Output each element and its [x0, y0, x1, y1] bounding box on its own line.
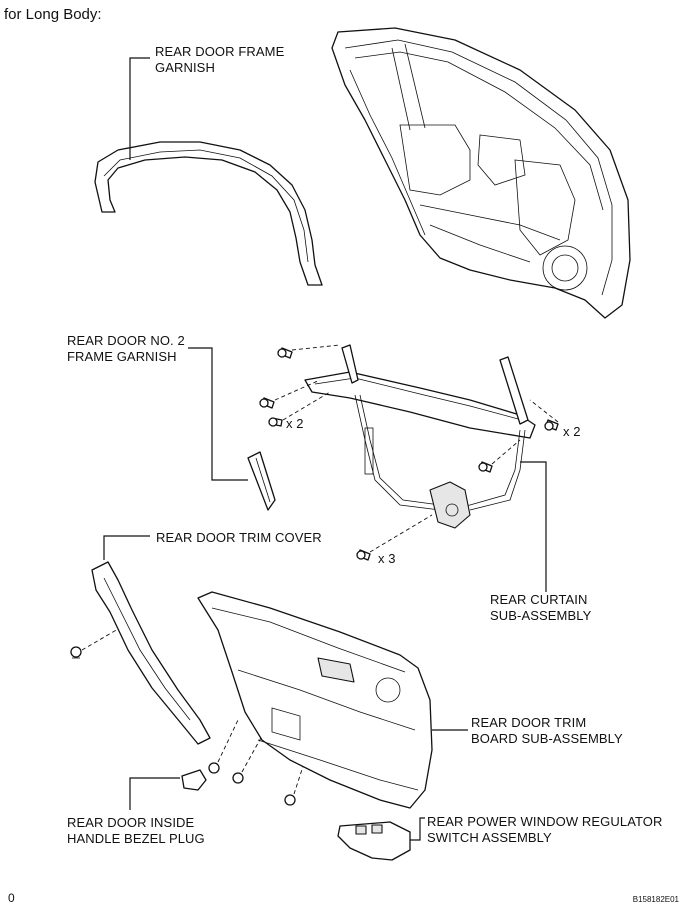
screw-icon [356, 549, 371, 561]
screw-icon [259, 397, 275, 409]
leader-no2-frame-garnish [188, 347, 248, 481]
screw-icon [208, 762, 220, 774]
rear-door-trim-cover-part [91, 535, 211, 745]
qty-screws-right: x 2 [563, 424, 581, 439]
bezel-plug-part [129, 769, 207, 810]
rear-curtain-part [304, 344, 536, 529]
window-switch-part [337, 817, 425, 861]
screw-icon [268, 417, 283, 427]
screw-icon [277, 347, 293, 359]
leader-curtain [520, 461, 547, 592]
qty-screws-left: x 2 [286, 416, 304, 431]
clip-icon [70, 646, 82, 659]
rear-door-no2-frame-garnish-part [247, 451, 276, 511]
screw-icon [478, 461, 493, 473]
screw-icon [232, 772, 244, 784]
label-rear-door-trim-cover: REAR DOOR TRIM COVER [156, 530, 322, 545]
qty-screws-bottom: x 3 [378, 551, 396, 566]
diagram-heading: for Long Body: [4, 6, 102, 23]
screw-icon [284, 794, 296, 806]
rear-door-trim-board-part [197, 591, 468, 809]
figure-id: B158182E01 [632, 895, 679, 904]
rear-door-frame-garnish-part [94, 141, 323, 286]
corner-code: 0 [8, 891, 15, 905]
screws-group [70, 347, 559, 806]
leader-frame-garnish [129, 57, 150, 160]
rear-door-panel [331, 27, 631, 319]
screw-icon [544, 419, 559, 431]
